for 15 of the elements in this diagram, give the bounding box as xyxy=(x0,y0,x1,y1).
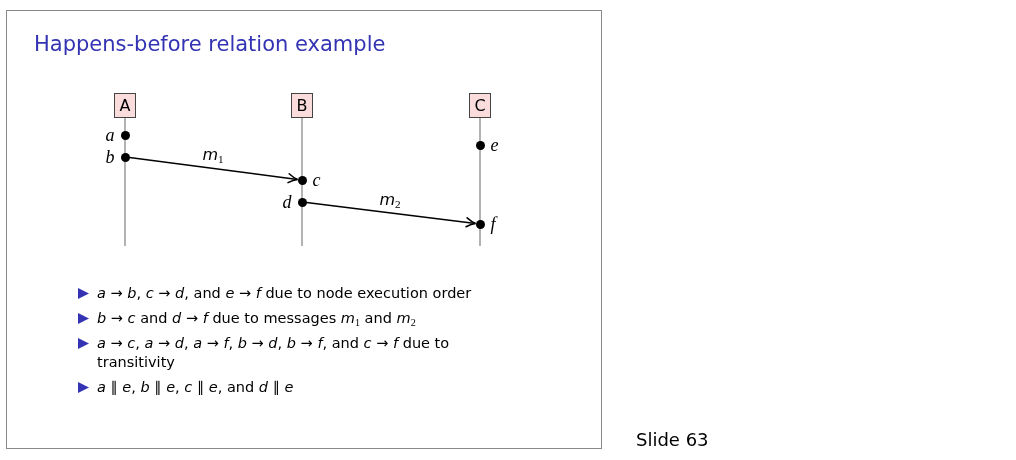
event-label: a xyxy=(105,125,115,145)
bullet-text: a → b, c → d, and e → f due to node execution order xyxy=(97,284,472,303)
process-box: A xyxy=(114,93,136,118)
process-box: C xyxy=(469,93,491,118)
process-box: B xyxy=(291,93,313,118)
slide-number: Slide 63 xyxy=(636,429,709,450)
bullet-text: b → c and d → f due to messages m$_{1}$ and m$_{2}$ xyxy=(97,309,416,328)
event-label: f xyxy=(490,214,496,234)
slide-title: Happens-before relation example xyxy=(34,32,386,56)
bullet-text: a ∥ e, b ∥ e, c ∥ e, and d ∥ e xyxy=(97,378,294,397)
bullet-text: a → c, a → d, a → f, b → d, b → f, and c → f due to transitivity xyxy=(97,334,451,372)
event-label: d xyxy=(282,192,292,212)
event-label: b xyxy=(105,147,115,167)
event-label: c xyxy=(312,170,321,190)
event-label: e xyxy=(490,135,499,155)
